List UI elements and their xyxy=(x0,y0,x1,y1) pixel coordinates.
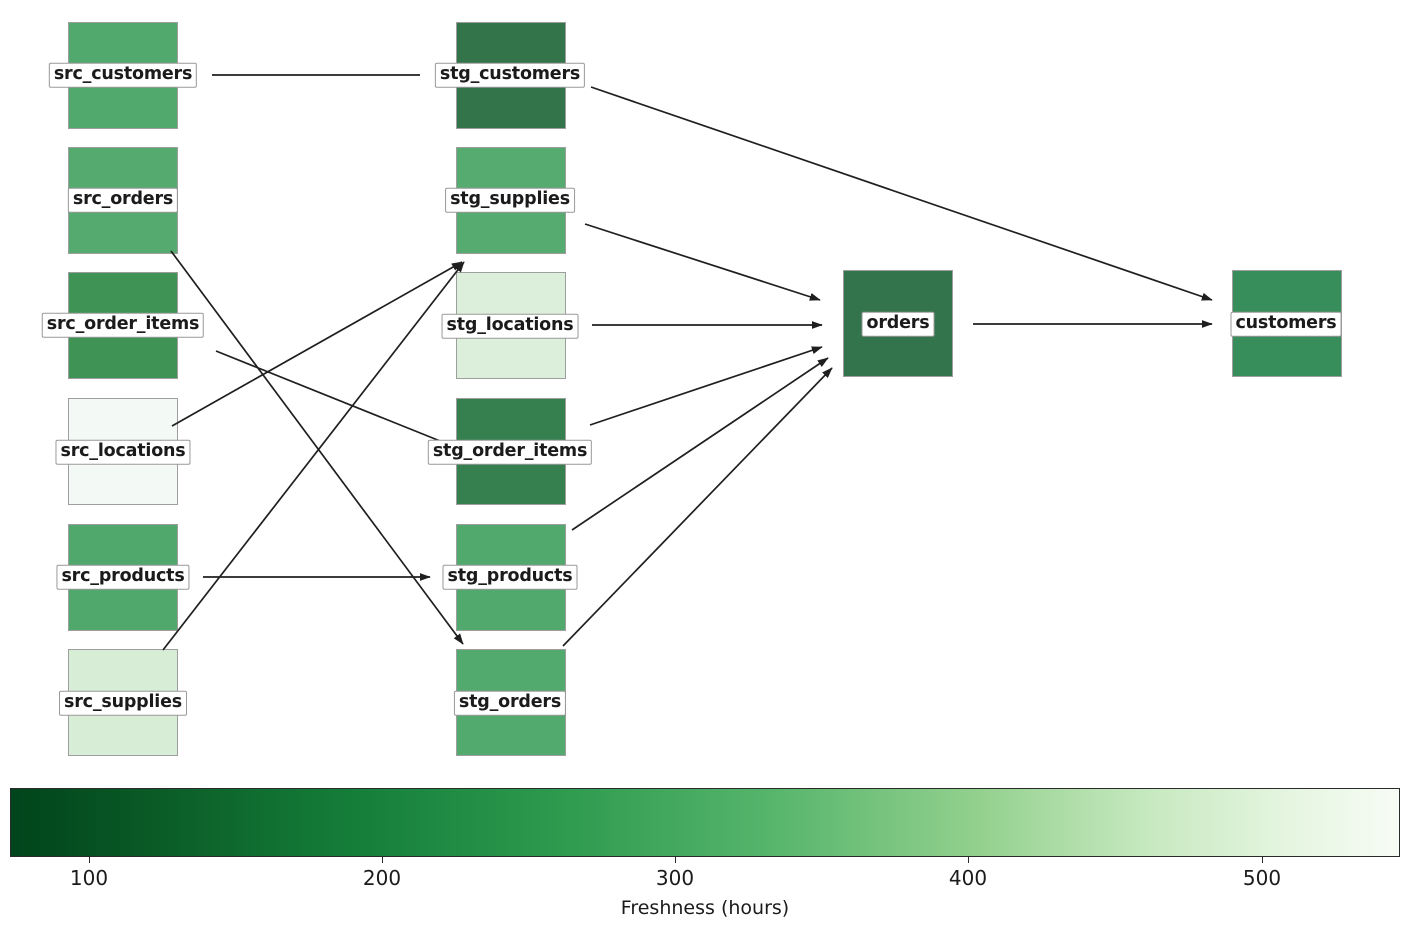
colorbar-gradient xyxy=(11,789,1399,856)
node-label-src_order_items[interactable]: src_order_items xyxy=(41,312,205,338)
node-label-orders[interactable]: orders xyxy=(861,311,935,337)
edge-stg_customers-customers xyxy=(590,86,1213,301)
node-label-stg_products[interactable]: stg_products xyxy=(442,564,578,590)
edge-src_locations-stg_locations xyxy=(171,261,463,427)
colorbar-ticklabel-300: 300 xyxy=(655,866,695,890)
colorbar-ticklabel-500: 500 xyxy=(1242,866,1282,890)
colorbar-tick-300 xyxy=(675,857,676,863)
edge-stg_orders-orders xyxy=(562,367,833,647)
colorbar-ticklabel-200: 200 xyxy=(362,866,402,890)
node-label-src_customers[interactable]: src_customers xyxy=(48,62,198,88)
node-label-src_locations[interactable]: src_locations xyxy=(55,439,191,465)
edge-src_order_items-stg_order_items xyxy=(215,350,466,452)
edge-stg_supplies-orders xyxy=(584,223,821,301)
node-label-customers[interactable]: customers xyxy=(1230,311,1342,337)
edge-src_supplies-stg_supplies xyxy=(162,261,465,651)
node-label-stg_order_items[interactable]: stg_order_items xyxy=(427,439,593,465)
edge-src_orders-stg_orders xyxy=(170,250,464,645)
node-label-src_supplies[interactable]: src_supplies xyxy=(59,690,187,716)
node-label-stg_orders[interactable]: stg_orders xyxy=(453,690,567,716)
colorbar-tick-400 xyxy=(968,857,969,863)
node-label-stg_supplies[interactable]: stg_supplies xyxy=(445,187,575,213)
colorbar-tick-200 xyxy=(382,857,383,863)
node-label-src_orders[interactable]: src_orders xyxy=(67,187,179,213)
edge-stg_order_items-orders xyxy=(589,346,823,426)
colorbar-axis-label: Freshness (hours) xyxy=(620,897,790,919)
colorbar-ticklabel-400: 400 xyxy=(948,866,988,890)
colorbar-ticklabel-100: 100 xyxy=(69,866,109,890)
colorbar-tick-500 xyxy=(1262,857,1263,863)
freshness-colorbar xyxy=(10,788,1400,857)
node-label-stg_locations[interactable]: stg_locations xyxy=(441,313,579,339)
node-label-stg_customers[interactable]: stg_customers xyxy=(434,62,586,88)
edge-stg_products-orders xyxy=(571,357,829,531)
node-label-src_products[interactable]: src_products xyxy=(56,564,190,590)
colorbar-tick-100 xyxy=(89,857,90,863)
